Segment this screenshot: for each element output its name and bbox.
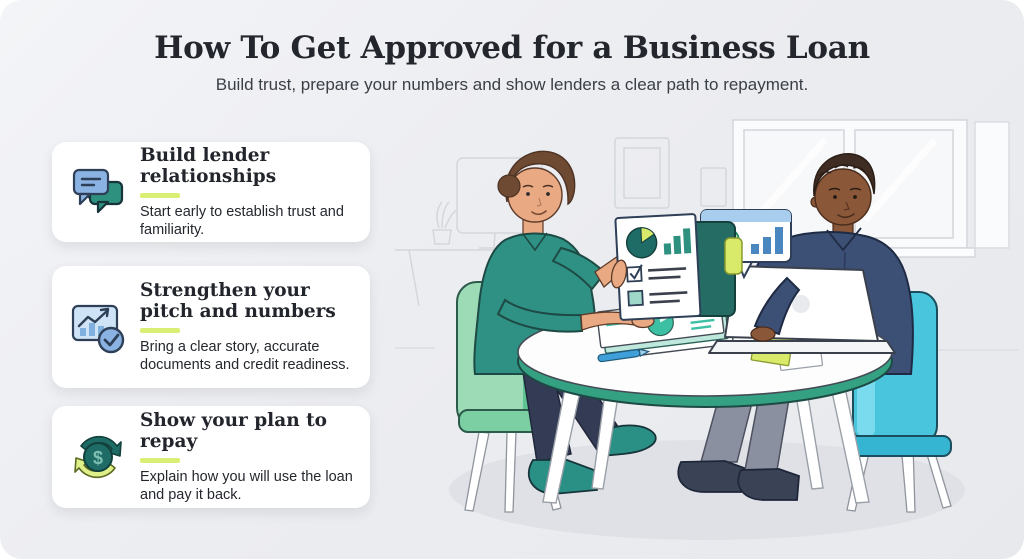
card-strengthen-pitch-numbers: Strengthen your pitch and numbers Bring … <box>52 266 370 388</box>
card-body: Start early to establish trust and famil… <box>140 204 344 238</box>
man-hand <box>750 326 776 342</box>
woman-resting-arm <box>496 298 655 333</box>
meeting-illustration <box>395 119 1019 540</box>
card-title: Build lender relationships <box>140 144 277 187</box>
wall-frame-large <box>614 137 670 209</box>
pen <box>597 348 651 363</box>
man-hair <box>813 153 876 197</box>
navy-shoe <box>737 468 800 501</box>
card-body: Bring a clear story, accurate documents … <box>140 339 350 373</box>
accent-underline <box>140 193 180 199</box>
growth-chart-check-icon <box>66 295 130 359</box>
card-show-plan-to-repay: $ Show your plan to repay Explain how yo… <box>52 406 370 508</box>
man-face <box>814 168 872 226</box>
report-document <box>614 213 702 321</box>
wall-frame-small <box>700 167 727 207</box>
money-cycle-icon: $ <box>66 425 130 489</box>
header: How To Get Approved for a Business Loan … <box>0 30 1024 95</box>
page-subtitle: Build trust, prepare your numbers and sh… <box>215 75 809 94</box>
card-body: Explain how you will use the loan and pa… <box>140 469 353 503</box>
table-legs <box>542 377 870 504</box>
accent-underline <box>140 458 180 464</box>
folder-tab <box>724 237 743 275</box>
card-title: Show your plan to repay <box>140 409 327 452</box>
chat-bubbles-icon <box>66 160 130 224</box>
woman-hair <box>505 150 576 206</box>
woman-thumb <box>610 259 628 289</box>
accent-underline <box>140 328 180 334</box>
svg-text:$: $ <box>93 448 103 468</box>
teal-shoe <box>600 424 657 457</box>
checkbox-icon <box>627 289 644 307</box>
plant-pot-outline <box>432 229 452 245</box>
card-title: Strengthen your pitch and numbers <box>140 279 336 322</box>
card-build-lender-relationships: Build lender relationships Start early t… <box>52 142 370 242</box>
man-forearm <box>750 276 801 342</box>
navy-shoe <box>677 460 745 493</box>
page-title: How To Get Approved for a Business Loan <box>154 30 870 66</box>
bar-chart-icon <box>751 244 759 254</box>
